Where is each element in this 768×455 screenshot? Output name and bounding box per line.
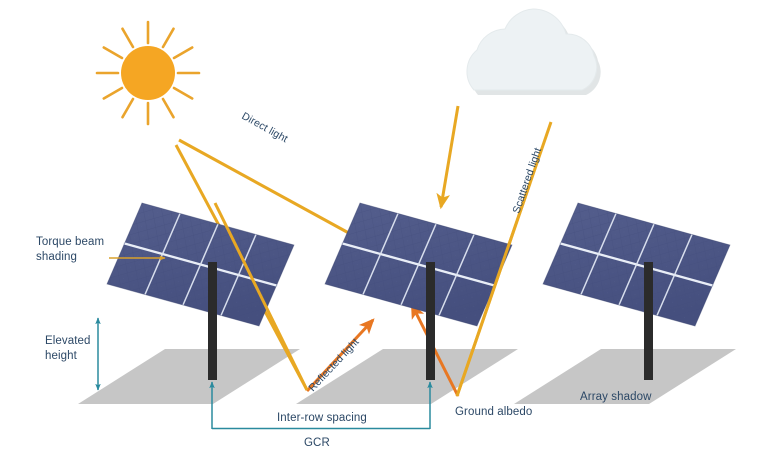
torque-post-right	[644, 262, 653, 380]
label-elevated-height-line2: height	[45, 350, 78, 362]
label-gcr: GCR	[304, 437, 330, 449]
label-torque-beam-shading: Torque beam	[36, 236, 104, 248]
label-elevated-height: Elevated	[45, 335, 91, 347]
label-direct-light: Direct light	[240, 110, 290, 145]
ground-shadow-left	[78, 349, 300, 404]
sun-disc	[121, 46, 175, 100]
direct-light-ray-left-overlay	[213, 202, 309, 391]
label-scattered-light: Scattered light	[510, 146, 544, 215]
reflected-light-ray-left	[305, 318, 375, 393]
label-ground-albedo: Ground albedo	[455, 406, 532, 418]
gcr-bracket	[209, 381, 433, 430]
torque-post-left	[208, 262, 217, 380]
solar-panel-right	[541, 201, 732, 328]
sun-icon	[95, 20, 201, 126]
direct-light-ray	[178, 138, 370, 245]
label-array-shadow: Array shadow	[580, 391, 652, 403]
torque-post-center	[426, 262, 435, 380]
label-torque-beam-shading-line2: shading	[36, 251, 77, 263]
ground-shadow-right	[514, 349, 736, 404]
label-inter-row-spacing: Inter-row spacing	[277, 412, 367, 424]
ground-shadows-group	[78, 349, 736, 404]
scattered-light-ray-ground-overlay	[455, 182, 532, 397]
scattered-light-ray-center	[436, 105, 460, 210]
solar-panel-center	[323, 201, 514, 328]
ground-shadow-center	[296, 349, 518, 404]
cloud-icon	[466, 8, 601, 95]
